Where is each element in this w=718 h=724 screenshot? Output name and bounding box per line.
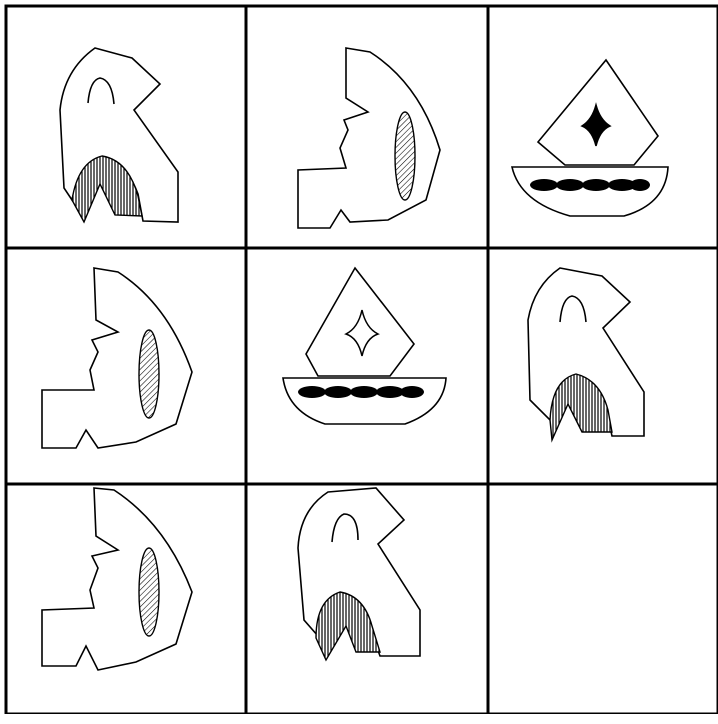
grid-lines [0, 0, 718, 714]
matrix-puzzle [0, 0, 718, 714]
